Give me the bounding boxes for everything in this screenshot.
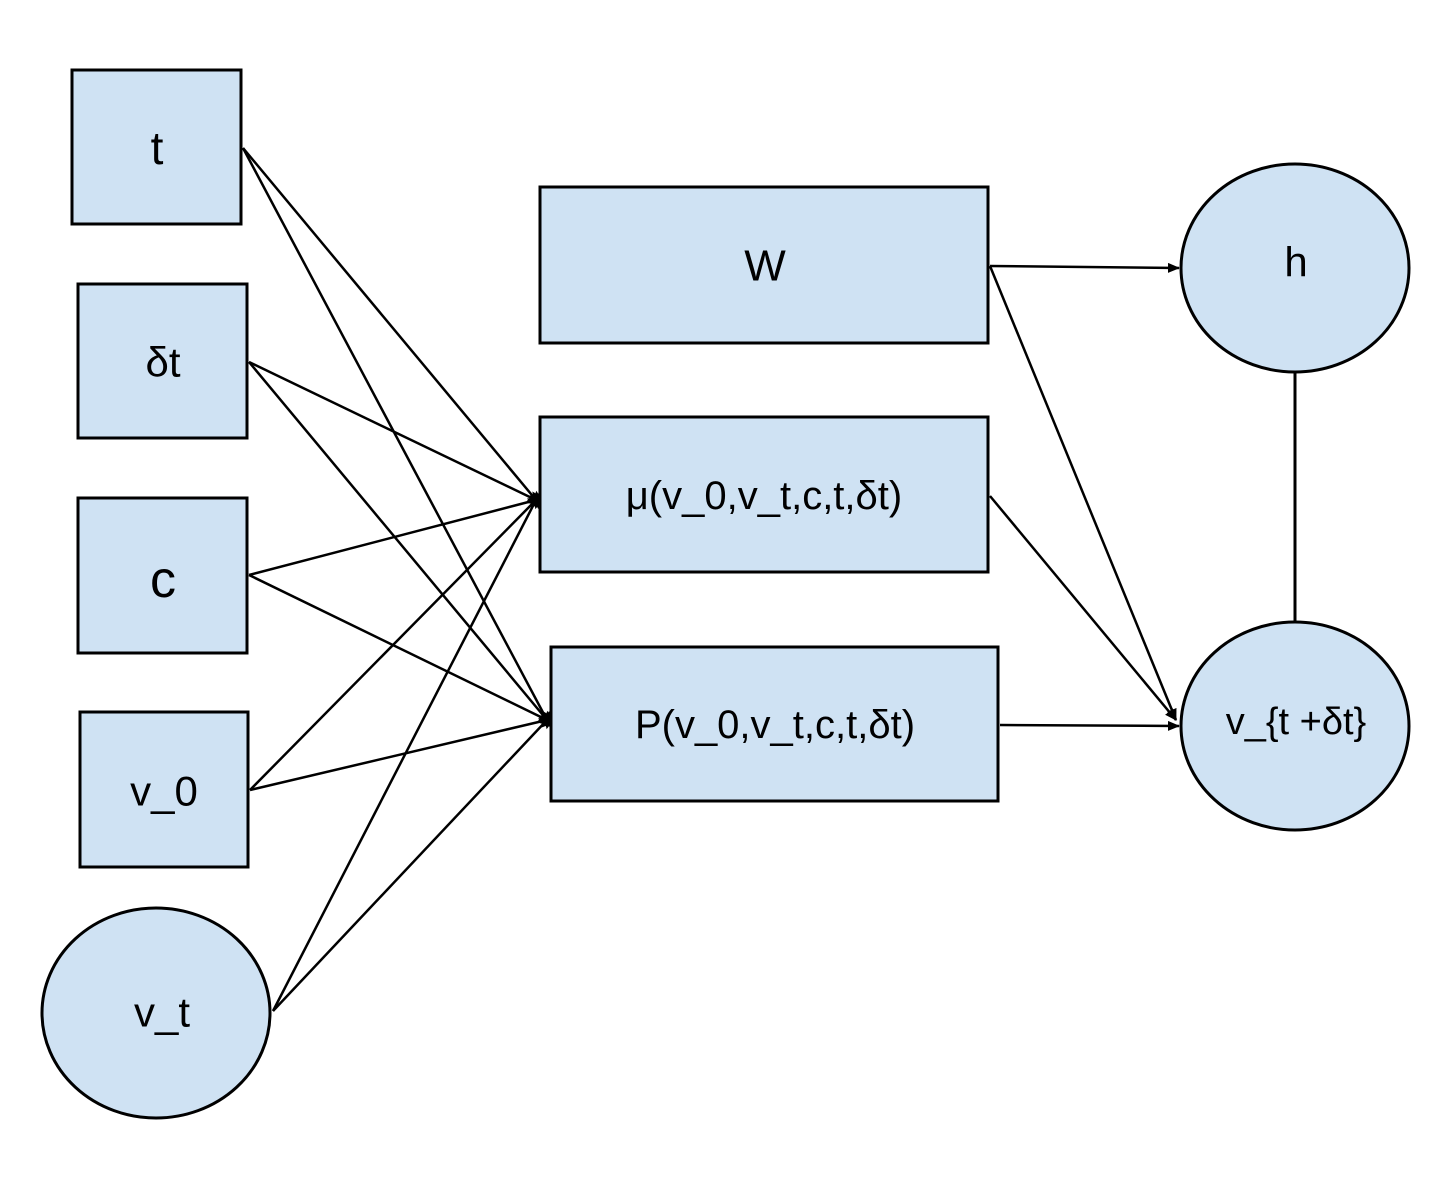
edge-dt-to-P bbox=[248, 361, 553, 727]
node-mu-label: μ(v_0,v_t,c,t,δt) bbox=[626, 474, 902, 518]
node-p: P(v_0,v_t,c,t,δt) bbox=[549, 645, 1000, 803]
edge-P-to-vnext bbox=[999, 720, 1180, 731]
node-h-label: h bbox=[1284, 239, 1307, 286]
edge-t-to-P bbox=[241, 147, 552, 728]
edge-W-to-vnext bbox=[988, 265, 1178, 721]
node-t-label: t bbox=[151, 122, 164, 174]
node-t: t bbox=[70, 68, 243, 226]
node-v-next: v_{t +δt} bbox=[1179, 620, 1411, 832]
node-v-next-label: v_{t +δt} bbox=[1226, 701, 1367, 743]
edge-v0-to-mu bbox=[249, 494, 542, 791]
node-h: h bbox=[1179, 162, 1411, 374]
edge-vt-to-P bbox=[272, 714, 553, 1012]
edge-W-to-h bbox=[989, 262, 1180, 273]
edge-c-to-P bbox=[248, 573, 555, 725]
node-c: c bbox=[76, 496, 249, 655]
edge-c-to-mu bbox=[248, 495, 544, 577]
node-w: W bbox=[538, 185, 990, 345]
edges bbox=[241, 147, 1297, 1012]
node-mu: μ(v_0,v_t,c,t,δt) bbox=[538, 415, 990, 574]
node-c-label: c bbox=[150, 551, 176, 609]
edge-t-to-mu bbox=[242, 147, 542, 507]
edge-mu-to-vnext bbox=[989, 495, 1177, 721]
node-delta-t: δt bbox=[76, 282, 249, 440]
node-delta-t-label: δt bbox=[145, 339, 180, 386]
edge-v0-to-P bbox=[249, 715, 555, 792]
edge-dt-to-mu bbox=[248, 360, 544, 505]
node-v0-label: v_0 bbox=[130, 768, 198, 815]
nodes: t δt c v_0 v_t W μ(v_0,v_t,c,t,δ bbox=[40, 68, 1411, 1120]
node-p-label: P(v_0,v_t,c,t,δt) bbox=[635, 703, 915, 747]
node-vt-label: v_t bbox=[134, 989, 190, 1036]
node-w-label: W bbox=[744, 242, 786, 291]
node-vt: v_t bbox=[40, 906, 272, 1120]
node-v0: v_0 bbox=[78, 710, 250, 869]
edge-vt-to-mu bbox=[271, 492, 541, 1012]
